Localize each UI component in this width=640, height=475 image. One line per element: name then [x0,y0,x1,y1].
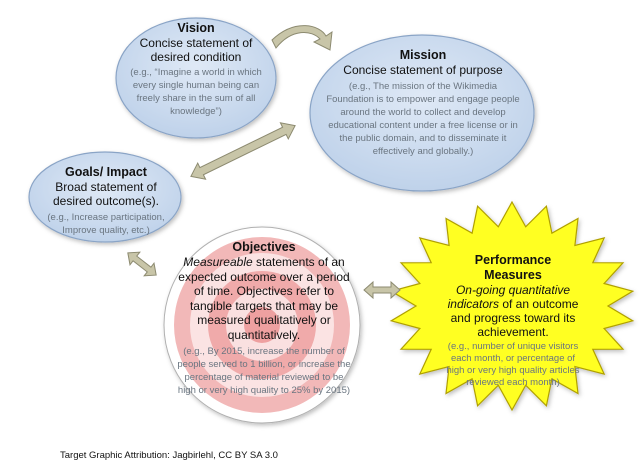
objectives-description-rest: statements of an expected outcome over a… [178,255,350,342]
goals-description: Broad statement of desired outcome(s). [52,180,160,208]
vision-example: (e.g., “Imagine a world in which every s… [130,67,262,117]
performance-title: Performance Measures [474,253,552,282]
mission-description: Concise statement of purpose [343,63,503,77]
performance-description-rest: of an outcome and progress toward its ac… [450,297,579,339]
performance-description: On-going quantitative indicators of an o… [445,283,581,339]
mission-example: (e.g., The mission of the Wikimedia Foun… [326,81,520,157]
curved-arrow-vision-to-mission [271,25,333,51]
objectives-description: Measureable statements of an expected ou… [176,255,352,342]
mission-ellipse [309,34,535,192]
target-graphic [163,226,361,424]
goals-ellipse [28,151,182,243]
mission-title: Mission [399,48,447,62]
goals-title: Goals/ Impact [65,165,147,179]
performance-example: (e.g., number of unique visitors each mo… [446,341,580,388]
vision-text-block: Vision Concise statement of desired cond… [124,21,268,118]
performance-text-block: Performance Measures On-going quantitati… [445,253,581,389]
attribution-text: Target Graphic Attribution: Jagbirlehl, … [60,450,278,461]
goals-text-block: Goals/ Impact Broad statement of desired… [36,165,176,237]
double-arrow-goals-mission [190,122,296,180]
performance-description-emphasis: On-going quantitative indicators [447,283,571,311]
performance-star [389,200,635,412]
goals-example: (e.g., Increase participation, Improve q… [47,212,165,236]
vision-description: Concise statement of desired condition [139,36,253,64]
double-arrow-goals-objectives [127,251,157,277]
objectives-title: Objectives [232,240,296,254]
mission-text-block: Mission Concise statement of purpose (e.… [325,48,521,158]
objectives-example: (e.g., By 2015, increase the number of p… [177,346,351,396]
vision-ellipse [115,17,277,139]
double-arrow-objectives-performance [363,280,401,300]
vision-title: Vision [177,21,215,35]
objectives-description-emphasis: Measureable [183,255,253,269]
objectives-text-block: Objectives Measureable statements of an … [176,240,352,397]
